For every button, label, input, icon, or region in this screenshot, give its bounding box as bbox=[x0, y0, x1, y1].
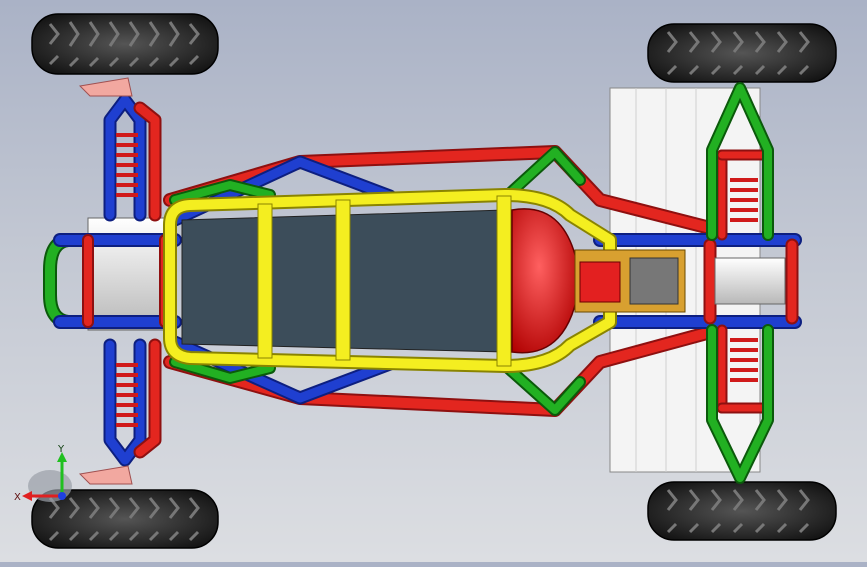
yellow-cross-members bbox=[257, 195, 512, 367]
triad-y-label: Y bbox=[57, 444, 65, 455]
triad-x-label: X bbox=[14, 492, 21, 503]
front-left-tire[interactable] bbox=[31, 13, 219, 75]
front-right-knuckle[interactable] bbox=[78, 465, 133, 485]
coordinate-triad: Y X bbox=[14, 444, 72, 503]
front-left-knuckle[interactable] bbox=[78, 77, 133, 97]
frame-tubes[interactable] bbox=[43, 82, 802, 484]
rear-right-tire[interactable] bbox=[647, 481, 837, 541]
rear-coil-springs bbox=[730, 178, 758, 382]
front-right-tire[interactable] bbox=[31, 489, 219, 549]
seat[interactable] bbox=[511, 208, 581, 354]
front-coil-springs bbox=[116, 133, 138, 427]
engine-assembly[interactable] bbox=[574, 249, 786, 313]
rear-left-tire[interactable] bbox=[647, 23, 837, 83]
